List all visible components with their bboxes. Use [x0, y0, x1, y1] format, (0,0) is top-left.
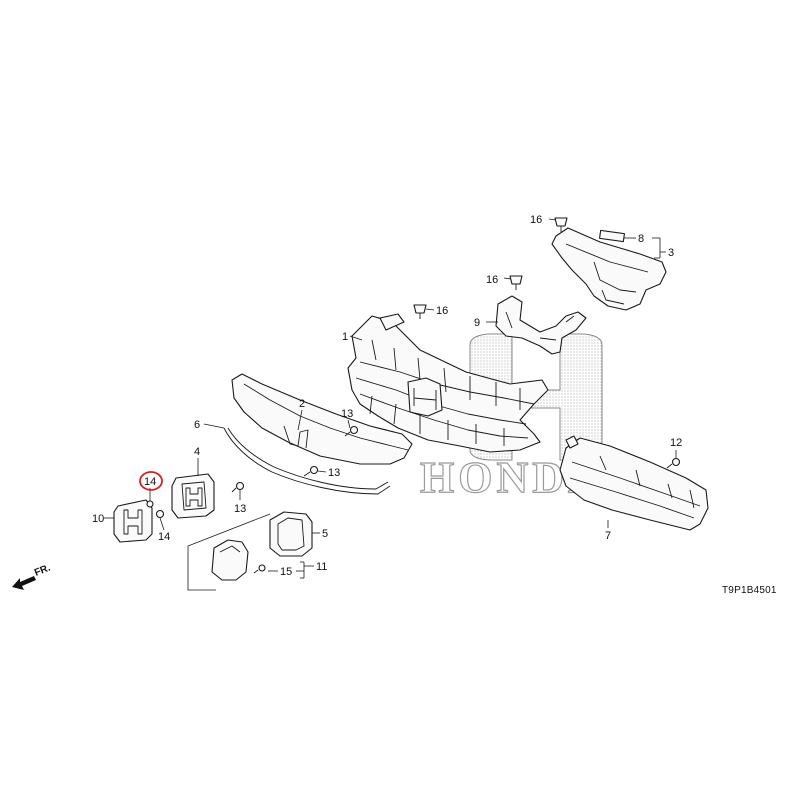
callout-4: 4	[194, 446, 200, 458]
callout-16-left: 16	[436, 305, 448, 317]
front-label: FR.	[33, 562, 52, 578]
part-3-upper-cover	[551, 227, 667, 311]
callout-14-lower: 14	[158, 531, 170, 543]
callout-6: 6	[194, 419, 200, 431]
callout-10: 10	[92, 513, 104, 525]
clip-16-middle	[509, 275, 523, 290]
fasteners	[146, 217, 681, 574]
screw-13-lower	[231, 481, 245, 493]
callout-16-top: 16	[530, 214, 542, 226]
nut-14-upper	[146, 500, 154, 508]
part-1-main-grille	[347, 313, 549, 453]
callout-labels: 16 16 16 1 9 8 3 2 6 13 13 13 4 10 14 14…	[92, 214, 682, 578]
screw-13-middle	[303, 465, 319, 477]
callout-15: 15	[280, 566, 292, 578]
clip-16-top	[554, 217, 568, 232]
callout-8: 8	[638, 233, 644, 245]
drawing-code: T9P1B4501	[722, 585, 777, 596]
clip-16-left	[413, 304, 427, 319]
screw-12	[666, 457, 681, 469]
callout-14-highlighted: 14	[144, 476, 156, 488]
callout-16-middle: 16	[486, 274, 498, 286]
part-4-emblem-base	[171, 473, 215, 519]
front-direction-indicator: FR.	[12, 562, 52, 590]
part-9-bracket	[495, 295, 587, 355]
callout-9: 9	[474, 317, 480, 329]
leader-lines	[104, 218, 677, 591]
callout-5: 5	[322, 528, 328, 540]
callout-2: 2	[299, 398, 305, 410]
callout-13-middle: 13	[328, 467, 340, 479]
part-2-upper-garnish	[231, 373, 413, 465]
part-11-sensor-cover	[211, 539, 249, 581]
part-7-lower-cover	[559, 435, 709, 531]
callout-1: 1	[342, 331, 348, 343]
callout-3: 3	[668, 247, 674, 259]
part-6-moulding-strip	[223, 427, 391, 495]
screw-13-upper	[344, 425, 359, 437]
part-10-front-emblem	[113, 499, 153, 543]
callout-12: 12	[670, 437, 682, 449]
highlight-circle	[139, 471, 163, 491]
nut-14-lower	[155, 509, 165, 519]
part-5-sensor-frame	[269, 511, 313, 557]
callout-13-lower: 13	[234, 503, 246, 515]
callout-11: 11	[316, 561, 327, 573]
front-arrow-icon	[12, 576, 36, 590]
callout-7: 7	[605, 530, 611, 542]
callout-13-upper: 13	[341, 408, 353, 420]
screw-15	[253, 564, 266, 574]
